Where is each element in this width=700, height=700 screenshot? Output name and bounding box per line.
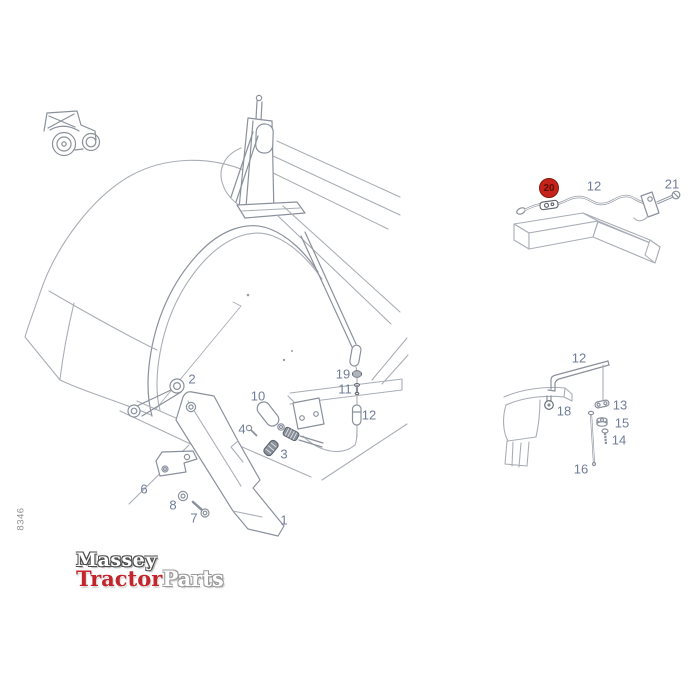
part-label-bottom-12: 12 bbox=[571, 350, 587, 366]
part-label-bottom-18: 18 bbox=[556, 403, 572, 419]
washer-8 bbox=[177, 490, 189, 502]
body-contour-lines bbox=[264, 140, 401, 230]
anchor-plate bbox=[633, 191, 660, 222]
frame-rails bbox=[276, 205, 409, 405]
clevis-pin-12-main bbox=[351, 404, 362, 426]
pin-21 bbox=[656, 190, 681, 205]
spring-bush-3 bbox=[263, 439, 279, 457]
part-label-main-2: 2 bbox=[188, 371, 196, 387]
diagram-code: 8346 bbox=[15, 507, 27, 531]
top-support-bracket bbox=[220, 94, 306, 219]
flanged-nut-15 bbox=[596, 417, 608, 427]
part-label-bottom-13: 13 bbox=[612, 397, 628, 413]
bolt-14 bbox=[601, 428, 609, 445]
t-beam bbox=[513, 212, 661, 264]
part-label-bottom-16: 16 bbox=[573, 461, 589, 477]
part-label-bottom-14: 14 bbox=[611, 432, 627, 448]
mounting-plate bbox=[287, 395, 325, 430]
grommet-18 bbox=[544, 395, 554, 410]
fender-outline bbox=[24, 159, 408, 505]
part-label-main-12: 12 bbox=[361, 407, 377, 423]
spring-bush-a bbox=[282, 426, 300, 442]
pin-11 bbox=[354, 383, 360, 396]
part-label-main-19: 19 bbox=[335, 366, 351, 382]
latch-handle-10 bbox=[256, 401, 324, 448]
part-label-main-4: 4 bbox=[238, 421, 246, 437]
brand-watermark: Massey TractorParts bbox=[76, 549, 224, 590]
support-bracket-1 bbox=[175, 391, 285, 537]
subdiagram-rod-bracket bbox=[503, 360, 610, 468]
selected-part-badge-20: 20 bbox=[539, 178, 559, 198]
bolt-7 bbox=[191, 500, 210, 518]
brand-line2: TractorParts bbox=[76, 568, 224, 589]
screw-4 bbox=[245, 424, 258, 437]
rod-16 bbox=[587, 410, 597, 467]
nut-19 bbox=[351, 370, 363, 378]
part-label-main-1: 1 bbox=[280, 512, 288, 528]
bracket-6 bbox=[155, 450, 198, 477]
part-label-bottom-15: 15 bbox=[614, 415, 630, 431]
part-label-main-3: 3 bbox=[280, 446, 288, 462]
brand-word-parts: Parts bbox=[162, 566, 224, 591]
cable-eye bbox=[516, 207, 526, 215]
part-label-main-7: 7 bbox=[190, 510, 198, 526]
part-label-main-10: 10 bbox=[250, 388, 266, 404]
brand-word-tractor: Tractor bbox=[76, 566, 163, 591]
bent-rod-12 bbox=[547, 360, 610, 392]
adjuster-20 bbox=[539, 199, 559, 211]
rod-end-hardware bbox=[349, 344, 363, 438]
link-2 bbox=[127, 378, 185, 418]
tractor-icon bbox=[43, 110, 101, 157]
part-label-main-6: 6 bbox=[140, 481, 148, 497]
corner-bracket bbox=[503, 386, 573, 468]
part-label-top-12: 12 bbox=[586, 178, 602, 194]
part-label-main-11: 11 bbox=[338, 381, 352, 397]
subdiagram-cable-bracket bbox=[513, 190, 681, 264]
link-plate-13 bbox=[594, 399, 610, 409]
brand-word-massey: Massey bbox=[76, 549, 157, 571]
part-label-top-21: 21 bbox=[664, 176, 680, 192]
part-label-main-8: 8 bbox=[169, 497, 177, 513]
